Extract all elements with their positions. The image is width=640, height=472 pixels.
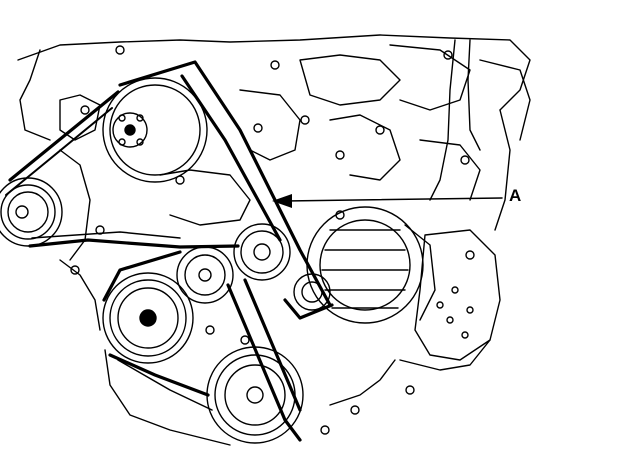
ac-compressor-pulley <box>206 346 304 444</box>
callout-label-a: A <box>509 186 522 205</box>
tensioner-pulley <box>176 246 234 304</box>
callout-leader <box>272 194 503 208</box>
bolts <box>70 45 475 435</box>
alternator <box>306 206 436 324</box>
crankshaft-pulley <box>102 272 194 364</box>
engine-block-outline <box>17 34 531 446</box>
left-pulley <box>0 177 63 247</box>
idler-pulley <box>233 223 291 281</box>
heat-shield <box>405 229 501 395</box>
upper-pulley <box>102 77 208 183</box>
drive-belt <box>5 60 334 442</box>
